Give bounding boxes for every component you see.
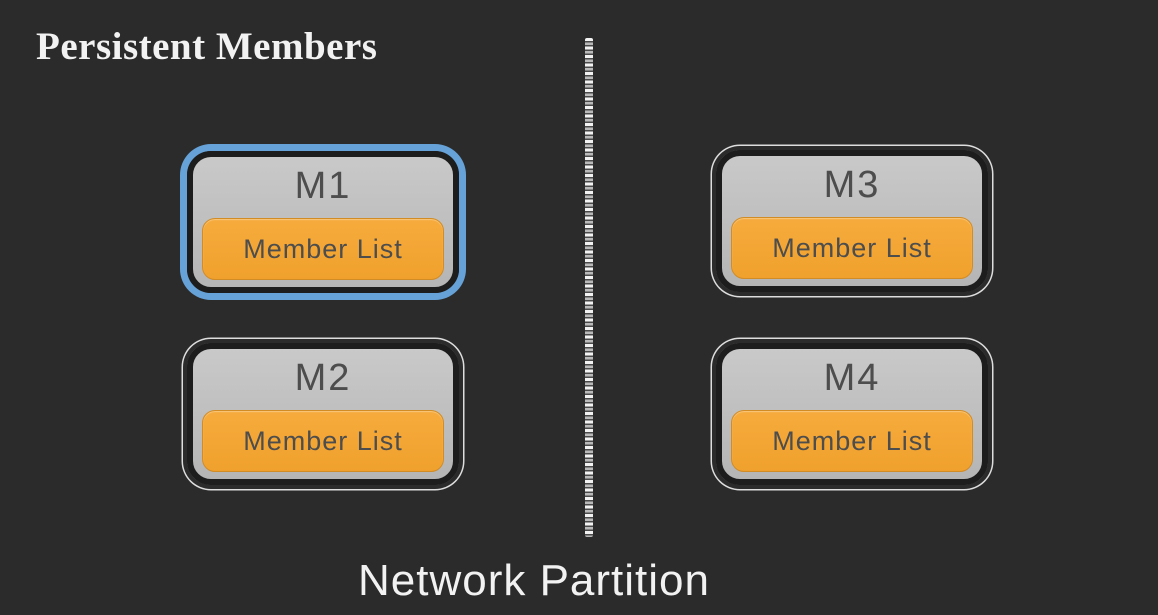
member-list-label: Member List bbox=[772, 425, 932, 456]
network-partition-divider[interactable] bbox=[585, 38, 593, 537]
member-node-m4-label: M4 bbox=[823, 357, 881, 399]
member-node-m1[interactable]: M1 Member List bbox=[187, 151, 459, 293]
member-list-badge-m2[interactable]: Member List bbox=[202, 410, 444, 472]
member-node-m2-label: M2 bbox=[294, 357, 352, 399]
member-list-label: Member List bbox=[772, 232, 932, 263]
member-node-m1-label: M1 bbox=[294, 165, 352, 207]
member-list-badge-m1[interactable]: Member List bbox=[202, 218, 444, 280]
member-node-m4[interactable]: M4 Member List bbox=[716, 343, 988, 485]
member-list-badge-m4[interactable]: Member List bbox=[731, 410, 973, 472]
network-partition-caption: Network Partition bbox=[357, 556, 710, 605]
member-list-label: Member List bbox=[243, 425, 403, 456]
page-title: Persistent Members bbox=[36, 25, 378, 68]
member-node-m3[interactable]: M3 Member List bbox=[716, 150, 988, 292]
member-list-label: Member List bbox=[243, 233, 403, 264]
member-list-badge-m3[interactable]: Member List bbox=[731, 217, 973, 279]
member-node-m2[interactable]: M2 Member List bbox=[187, 343, 459, 485]
member-node-m3-label: M3 bbox=[823, 164, 881, 206]
